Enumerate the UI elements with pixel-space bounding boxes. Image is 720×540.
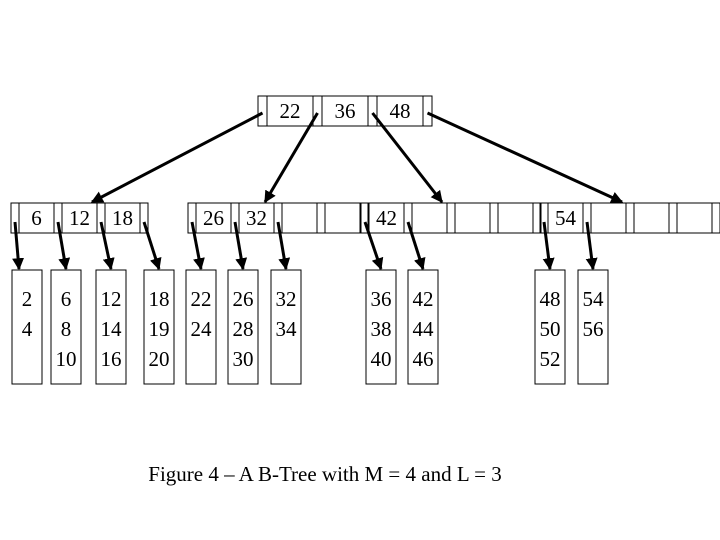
- root-node-key: 36: [335, 99, 356, 123]
- internal-pointer-arrow: [56, 221, 71, 271]
- leaf-value: 32: [276, 287, 297, 311]
- leaf-node-1: [11, 269, 43, 385]
- leaf-value: 10: [56, 347, 77, 371]
- leaf-value: 36: [371, 287, 392, 311]
- internal-pointer-arrow: [276, 221, 291, 271]
- leaf-value: 28: [233, 317, 254, 341]
- leaf-value: 24: [191, 317, 213, 341]
- root-pointer-arrow: [263, 112, 319, 204]
- leaf-value: 2: [22, 287, 33, 311]
- internal-pointer-arrow: [585, 221, 598, 271]
- leaf-value: 34: [276, 317, 298, 341]
- figure-caption: Figure 4 – A B-Tree with M = 4 and L = 3: [148, 462, 502, 486]
- internal-pointer-arrow: [363, 221, 384, 271]
- leaf-value: 4: [22, 317, 33, 341]
- internal-node-3-border: [360, 202, 542, 234]
- leaf-value: 52: [540, 347, 561, 371]
- root-node-key: 22: [280, 99, 301, 123]
- leaf-value: 8: [61, 317, 72, 341]
- leaf-value: 46: [413, 347, 434, 371]
- root-pointer-arrow: [90, 111, 264, 204]
- leaf-value: 44: [413, 317, 435, 341]
- leaf-value: 26: [233, 287, 254, 311]
- leaf-value: 20: [149, 347, 170, 371]
- internal-node-2-key: 32: [246, 206, 267, 230]
- leaf-value: 19: [149, 317, 170, 341]
- leaf-value: 16: [101, 347, 122, 371]
- root-node-border: [257, 95, 433, 127]
- leaf-value: 48: [540, 287, 561, 311]
- leaf-value: 30: [233, 347, 254, 371]
- root-pointer-arrow: [371, 112, 444, 203]
- root-pointer-arrow: [426, 111, 624, 204]
- leaf-value: 22: [191, 287, 212, 311]
- internal-node-1-border: [10, 202, 149, 234]
- internal-pointer-arrow: [142, 221, 162, 271]
- internal-node-3-key: 42: [376, 206, 397, 230]
- leaf-value: 14: [101, 317, 123, 341]
- internal-pointer-arrow: [542, 221, 555, 271]
- root-node-key: 48: [390, 99, 411, 123]
- leaf-value: 40: [371, 347, 392, 371]
- internal-node-1-key: 6: [31, 206, 42, 230]
- internal-pointer-arrow: [99, 221, 115, 271]
- leaf-value: 42: [413, 287, 434, 311]
- internal-node-1-key: 18: [112, 206, 133, 230]
- leaf-value: 18: [149, 287, 170, 311]
- leaf-value: 38: [371, 317, 392, 341]
- leaf-value: 12: [101, 287, 122, 311]
- internal-node-4-border: [539, 202, 720, 234]
- leaf-value: 6: [61, 287, 72, 311]
- internal-pointer-arrow: [406, 221, 426, 271]
- internal-pointer-arrow: [233, 221, 248, 271]
- internal-node-2-key: 26: [203, 206, 224, 230]
- internal-node-1-key: 12: [69, 206, 90, 230]
- leaf-value: 50: [540, 317, 561, 341]
- internal-node-4-key: 54: [555, 206, 577, 230]
- leaf-value: 54: [583, 287, 605, 311]
- internal-node-2-border: [187, 202, 369, 234]
- leaf-value: 56: [583, 317, 604, 341]
- internal-pointer-arrow: [12, 221, 25, 271]
- internal-pointer-arrow: [190, 221, 205, 271]
